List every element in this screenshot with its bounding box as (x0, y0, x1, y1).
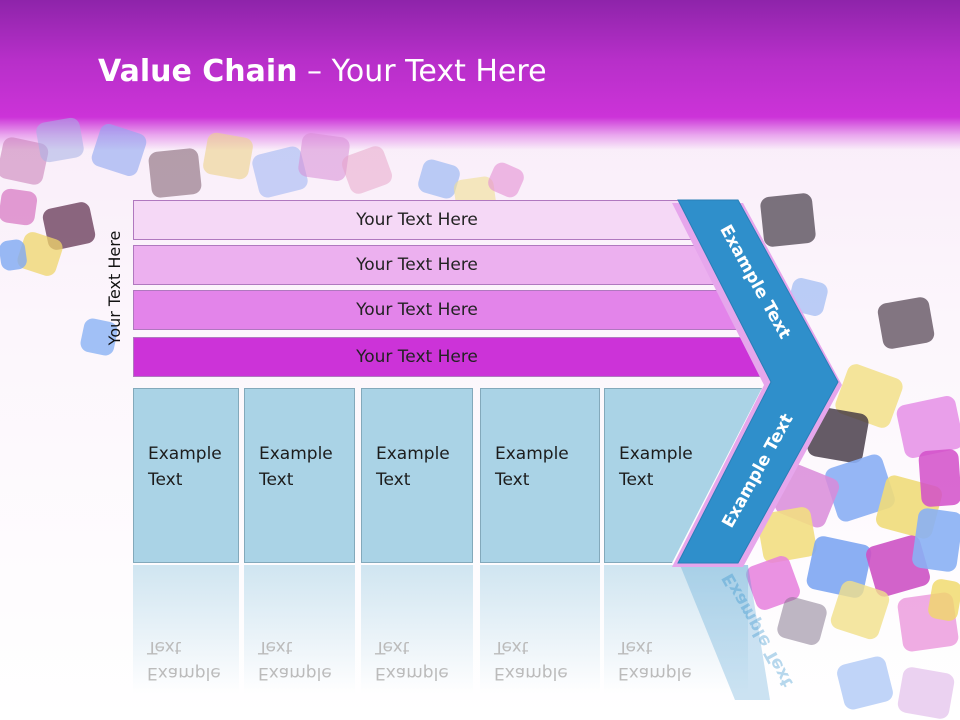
box-text-line1: Example (376, 444, 450, 464)
page-title: Value Chain – Your Text Here (98, 54, 547, 89)
page-title-rest: – Your Text Here (297, 54, 547, 89)
box-text-line2: Text (148, 470, 183, 490)
value-row-3: Your Text Here (133, 290, 740, 330)
example-box-4: Example Text (480, 388, 600, 563)
box-text-line2: Text (376, 470, 411, 490)
box-text-line1: Example (619, 444, 693, 464)
box-text-line1: Example (148, 444, 222, 464)
box-text-line2: Text (495, 470, 530, 490)
example-box-1: Example Text (133, 388, 239, 563)
page-title-bold: Value Chain (98, 54, 298, 89)
value-row-2: Your Text Here (133, 245, 716, 285)
box-text-line2: Text (619, 470, 654, 490)
box-text-line1: Example (259, 444, 333, 464)
example-box-3: Example Text (361, 388, 473, 563)
chevron-arrow-shape (677, 199, 839, 564)
value-row-label: Your Text Here (356, 300, 478, 320)
box-text-line1: Example (495, 444, 569, 464)
box-text-line2: Text (259, 470, 294, 490)
value-row-label: Your Text Here (356, 210, 478, 230)
title-banner (0, 0, 960, 150)
value-row-label: Your Text Here (356, 255, 478, 275)
example-box-2: Example Text (244, 388, 355, 563)
value-row-4: Your Text Here (133, 337, 765, 377)
value-row-label: Your Text Here (356, 347, 478, 367)
chevron-arrow-reflection (680, 565, 770, 700)
